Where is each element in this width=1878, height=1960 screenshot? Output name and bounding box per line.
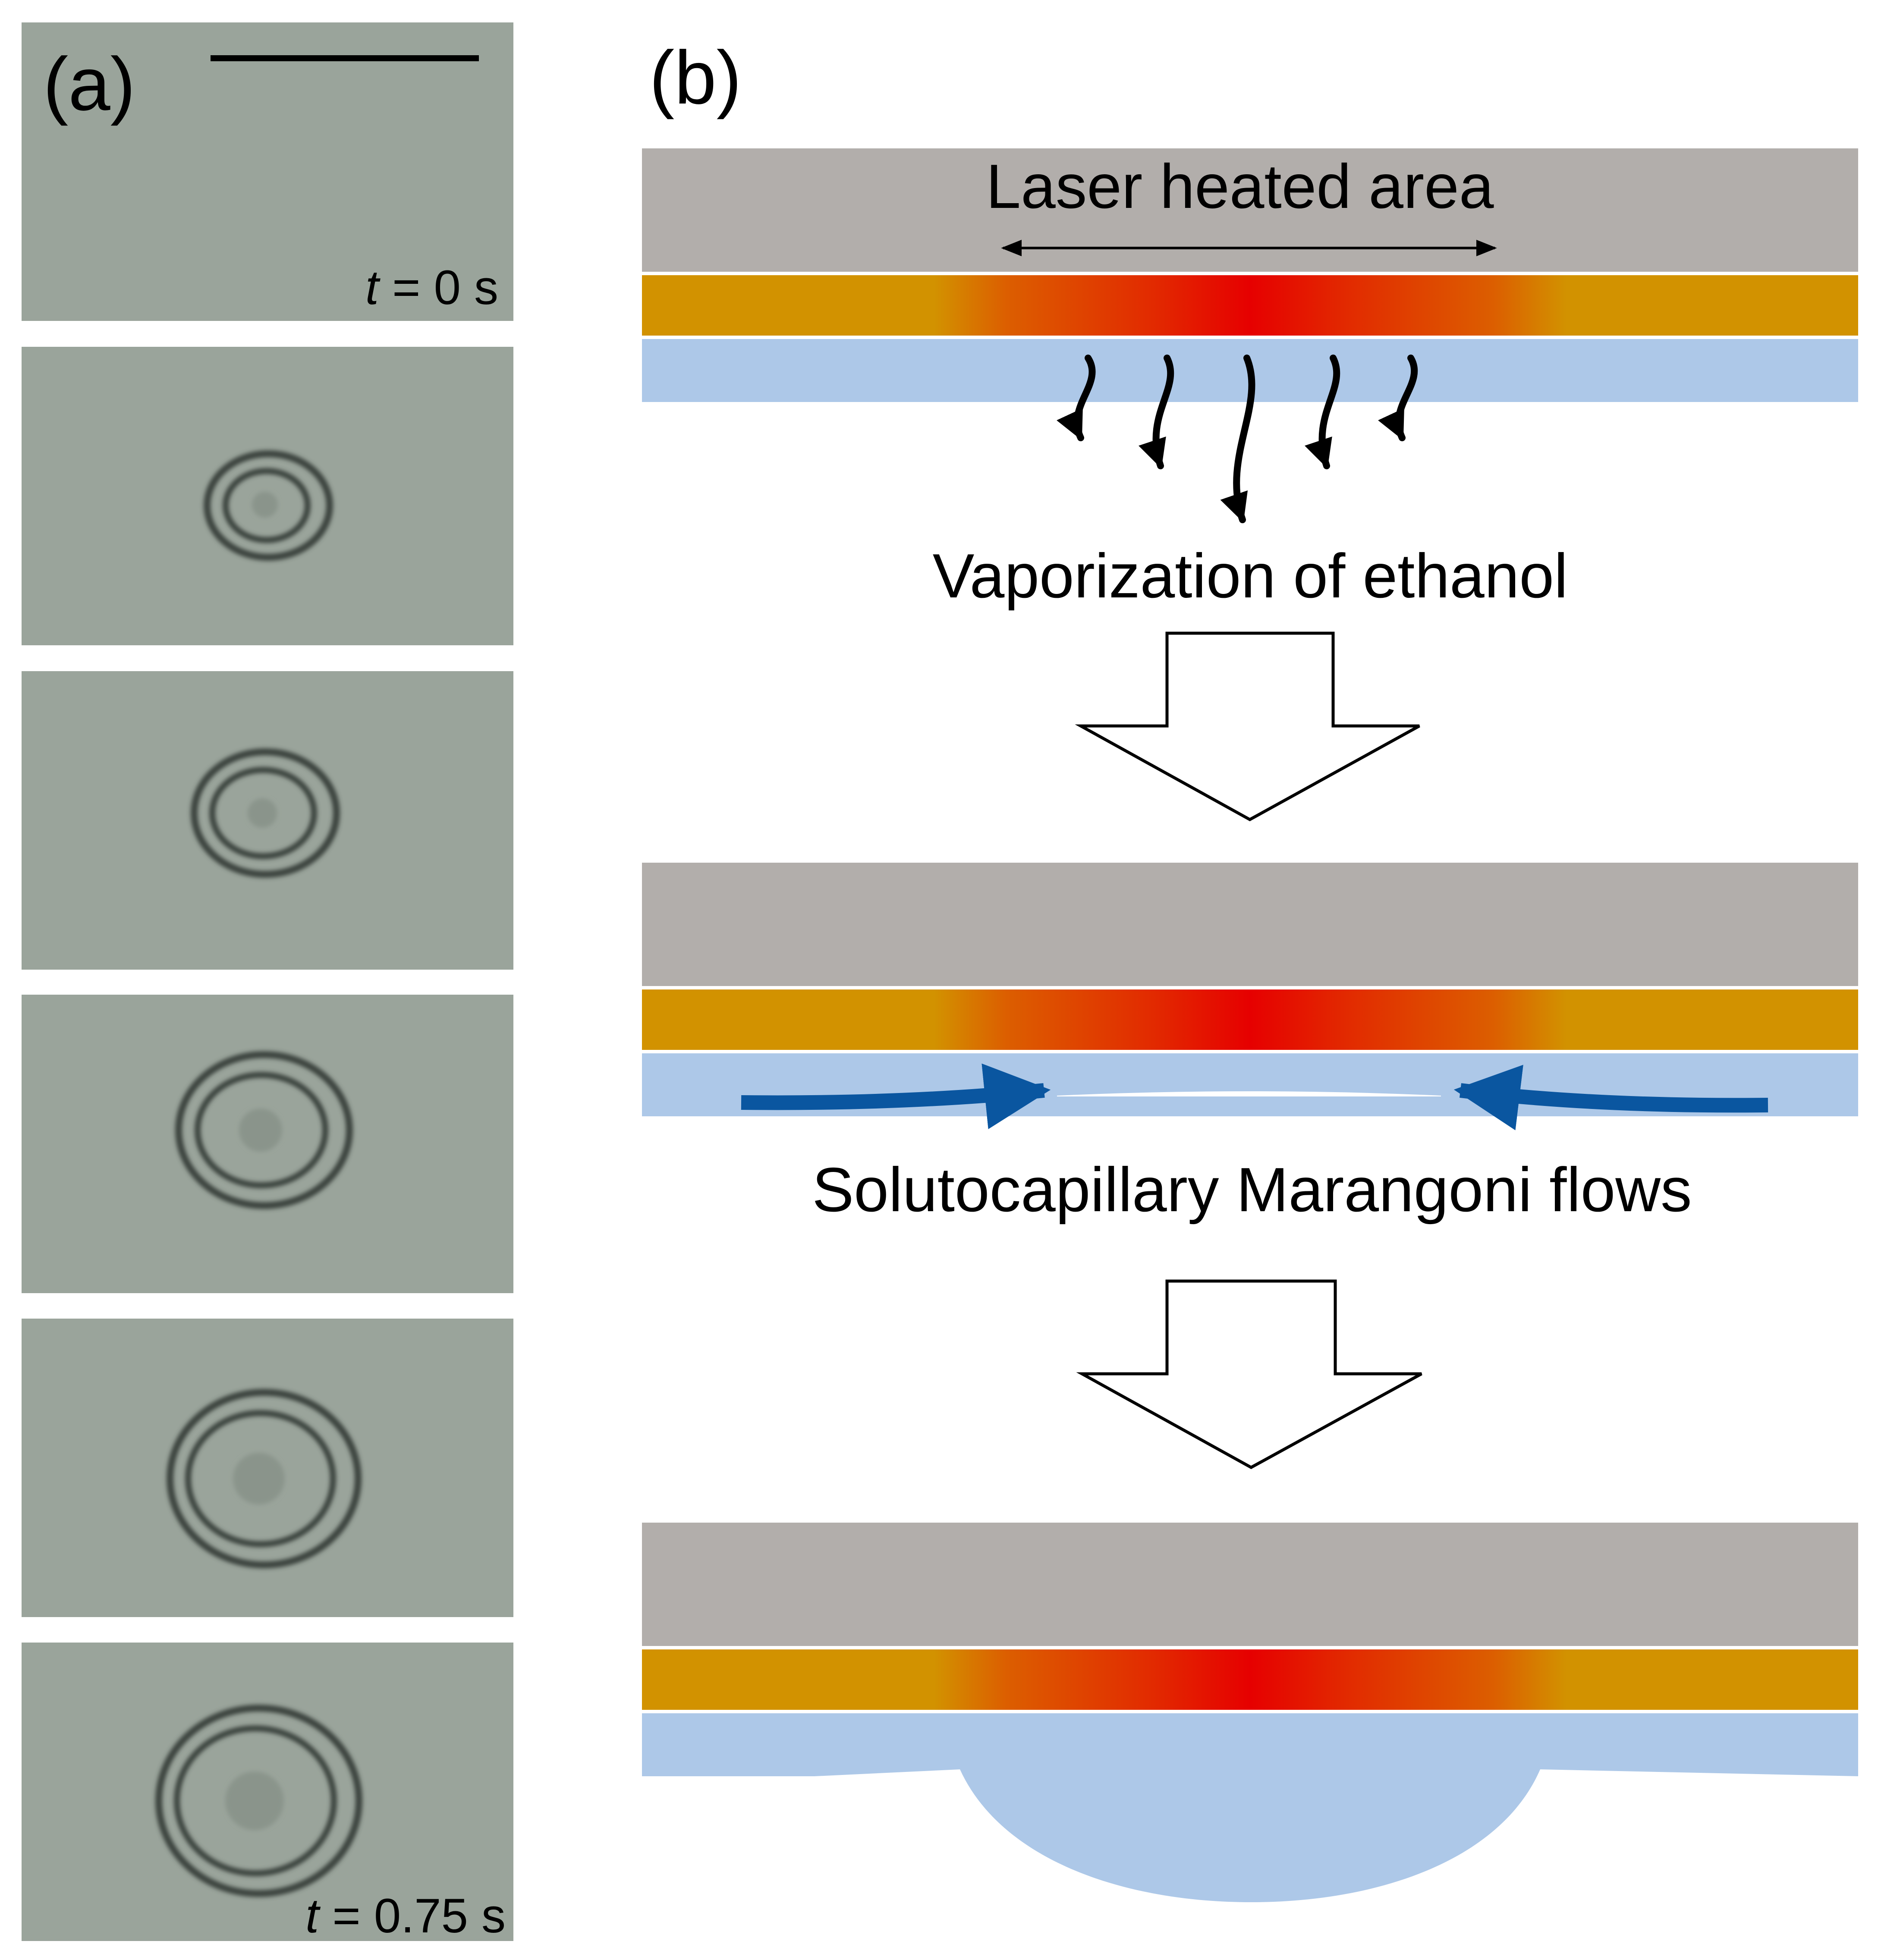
video-frame-5 xyxy=(22,1319,513,1617)
interference-rings xyxy=(167,1389,362,1568)
interference-rings xyxy=(175,1051,353,1209)
panel-b: (b) Laser heated area Vaporization of et… xyxy=(642,36,1858,1902)
absorber-layer xyxy=(642,275,1858,336)
vapor-arrow xyxy=(1305,355,1340,469)
liquid-bump xyxy=(642,1713,1858,1902)
process-arrow xyxy=(1076,1279,1422,1469)
panel-label-b: (b) xyxy=(649,36,742,120)
interference-rings xyxy=(191,748,340,878)
video-frame-1: t = 0 s xyxy=(22,22,513,321)
video-frame-6: t = 0.75 s xyxy=(22,1643,513,1943)
timestamp-last: t = 0.75 s xyxy=(305,1889,506,1943)
process-arrow xyxy=(1075,631,1420,821)
interference-rings xyxy=(204,450,333,561)
stage-3-bump xyxy=(642,1523,1858,1902)
absorber-layer xyxy=(642,1649,1858,1710)
vapor-arrows xyxy=(1057,355,1418,523)
film-thinning xyxy=(1057,1091,1441,1096)
panel-label-a: (a) xyxy=(43,42,135,126)
video-frame-4 xyxy=(22,995,513,1293)
substrate-layer xyxy=(642,863,1858,986)
video-frame-2 xyxy=(22,347,513,645)
absorber-layer xyxy=(642,989,1858,1050)
stage-2-marangoni: Solutocapillary Marangoni flows xyxy=(642,863,1858,1225)
video-frame-3 xyxy=(22,671,513,970)
flow-arrow-left xyxy=(741,1063,1051,1129)
marangoni-flows-label: Solutocapillary Marangoni flows xyxy=(812,1155,1692,1225)
interference-rings xyxy=(155,1705,362,1897)
stage-1-heating: Laser heated area Vaporization of ethano… xyxy=(642,148,1858,611)
vaporization-label: Vaporization of ethanol xyxy=(933,541,1568,611)
vapor-arrow xyxy=(1220,355,1255,523)
vapor-arrow xyxy=(1378,355,1418,441)
panel-a: t = 0 s (a) xyxy=(22,22,513,1943)
vapor-arrow xyxy=(1139,355,1174,469)
flow-arrow-right xyxy=(1453,1065,1768,1131)
substrate-layer xyxy=(642,1523,1858,1646)
vapor-arrow xyxy=(1057,355,1096,441)
laser-heated-area-label: Laser heated area xyxy=(986,151,1494,221)
timestamp-first: t = 0 s xyxy=(365,261,498,314)
